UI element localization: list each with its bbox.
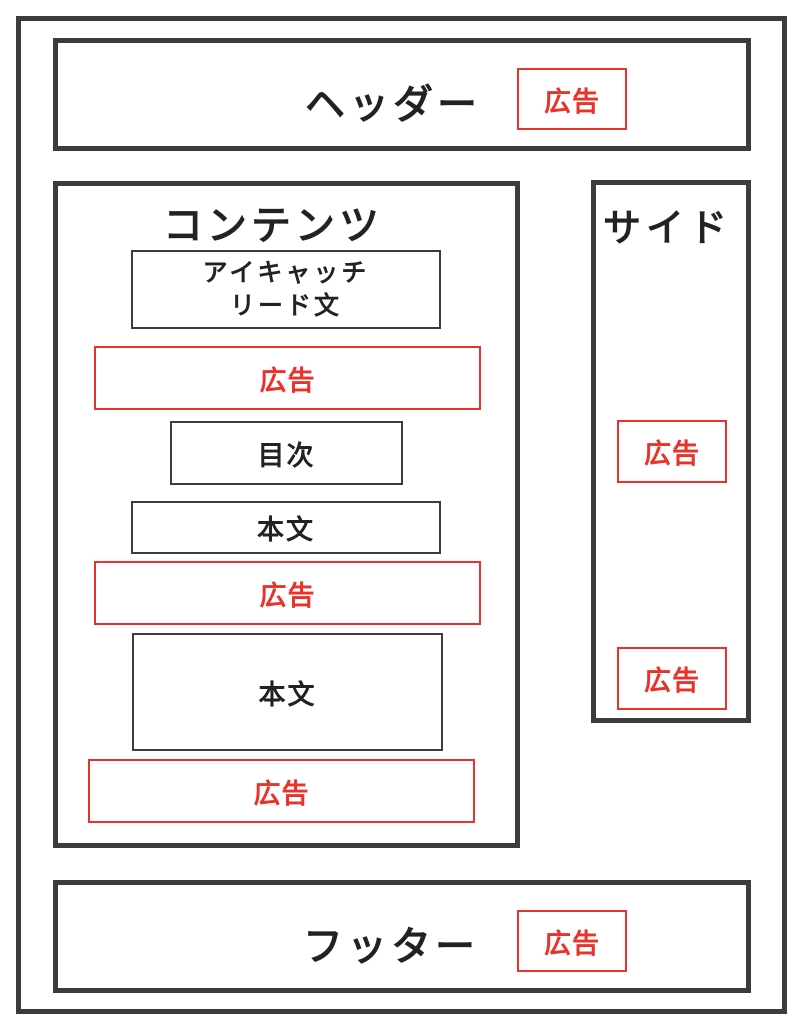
header-label: ヘッダー (305, 82, 481, 128)
body-label-2: 本文 (258, 679, 317, 711)
footer-ad: 広告 (517, 910, 627, 972)
header-block (53, 38, 751, 151)
header-ad: 広告 (517, 68, 627, 130)
side-ad-2: 広告 (617, 647, 727, 710)
eyecatch-label: アイキャッチ (202, 258, 370, 287)
body-block-2: 本文 (132, 633, 443, 751)
content-title: コンテンツ (163, 203, 383, 249)
lead-text-label: リード文 (229, 290, 342, 320)
footer-block (53, 880, 751, 993)
eyecatch-lead-block: アイキャッチ リード文 (131, 250, 441, 329)
toc-label: 目次 (257, 440, 316, 472)
body-block-1: 本文 (131, 501, 441, 554)
content-ad-3: 広告 (88, 759, 475, 823)
content-ad-1: 広告 (94, 346, 481, 410)
toc-block: 目次 (170, 421, 403, 485)
side-title: サイド (603, 206, 733, 250)
content-ad-2: 広告 (94, 561, 481, 625)
side-ad-1: 広告 (617, 420, 727, 483)
body-label-1: 本文 (257, 515, 315, 546)
footer-label: フッター (303, 924, 479, 970)
